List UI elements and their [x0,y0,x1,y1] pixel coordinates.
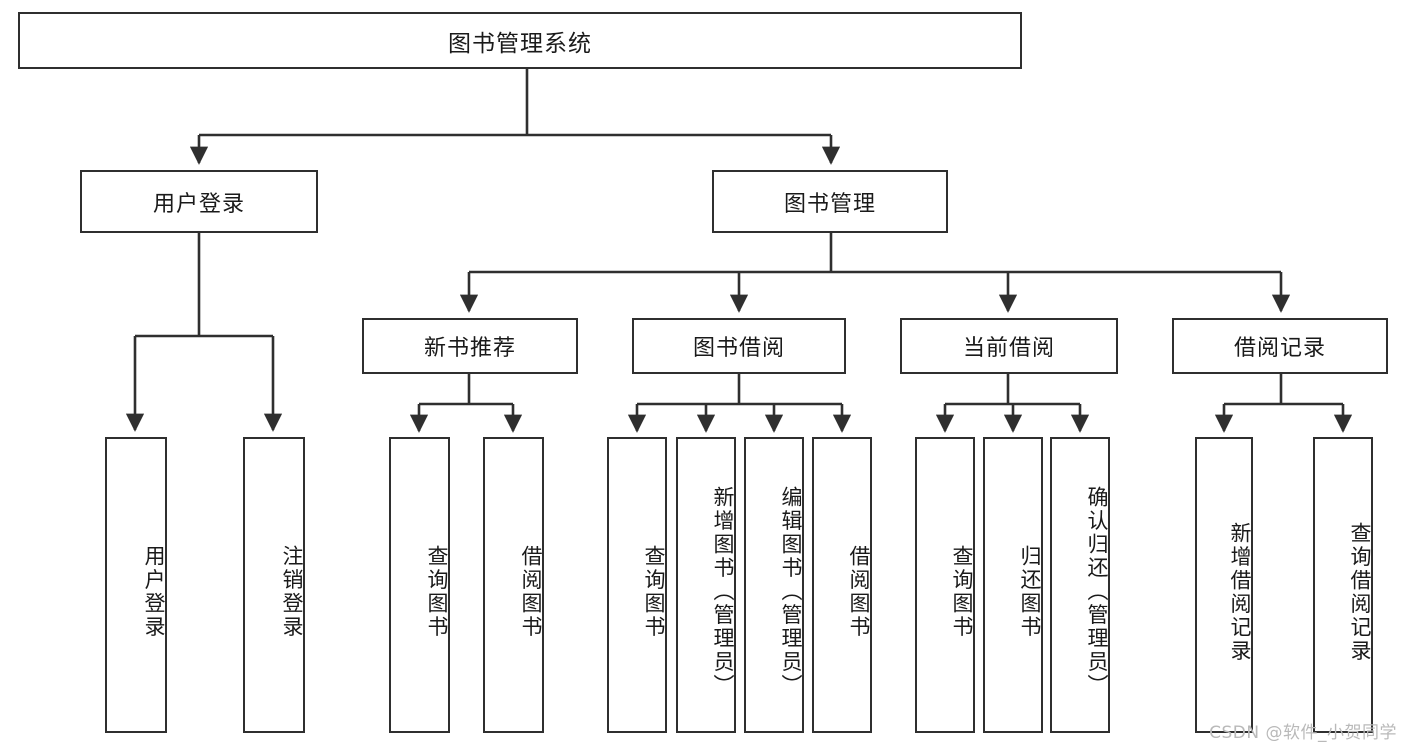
node-leaf-edit-book[interactable]: 编辑图书（管理员） [744,437,804,733]
node-leaf-add-book[interactable]: 新增图书（管理员） [676,437,736,733]
node-label: 新增图书（管理员） [711,486,735,698]
node-label: 编辑图书（管理员） [779,486,803,698]
node-label: 查询借阅记录 [1348,521,1372,663]
node-label: 查询图书 [950,545,974,639]
node-label: 查询图书 [642,545,666,639]
node-label: 用户登录 [152,191,245,217]
node-label: 当前借阅 [962,336,1055,361]
node-leaf-query-book-3[interactable]: 查询图书 [915,437,975,733]
node-leaf-query-record[interactable]: 查询借阅记录 [1313,437,1373,733]
node-label: 注销登录 [280,545,304,639]
node-label: 图书管理 [783,191,876,217]
node-leaf-logout[interactable]: 注销登录 [243,437,305,733]
node-label: 图书借阅 [692,336,785,361]
node-borrow-record[interactable]: 借阅记录 [1172,318,1388,374]
node-label: 归还图书 [1018,545,1042,639]
node-book-manage[interactable]: 图书管理 [712,170,948,233]
node-root-book-management-system[interactable]: 图书管理系统 [18,12,1022,69]
node-leaf-query-book-2[interactable]: 查询图书 [607,437,667,733]
node-label: 用户登录 [142,545,166,639]
node-leaf-add-record[interactable]: 新增借阅记录 [1195,437,1253,733]
node-book-borrow[interactable]: 图书借阅 [632,318,846,374]
node-leaf-borrow-book-1[interactable]: 借阅图书 [483,437,544,733]
node-user-login[interactable]: 用户登录 [80,170,318,233]
node-label: 新书推荐 [423,336,516,361]
node-leaf-borrow-book-2[interactable]: 借阅图书 [812,437,872,733]
csdn-watermark: CSDN @软件_小贺同学 [1209,723,1397,743]
node-leaf-return-book[interactable]: 归还图书 [983,437,1043,733]
node-current-borrow[interactable]: 当前借阅 [900,318,1118,374]
node-label: 借阅图书 [519,545,543,639]
node-new-book-recommend[interactable]: 新书推荐 [362,318,578,374]
node-label: 查询图书 [425,545,449,639]
node-label: 借阅图书 [847,545,871,639]
node-leaf-user-login[interactable]: 用户登录 [105,437,167,733]
node-leaf-query-book-1[interactable]: 查询图书 [389,437,450,733]
node-label: 借阅记录 [1233,336,1326,361]
node-leaf-confirm-return[interactable]: 确认归还（管理员） [1050,437,1110,733]
node-label: 确认归还（管理员） [1085,486,1109,698]
node-label: 图书管理系统 [448,30,592,57]
node-label: 新增借阅记录 [1228,521,1252,663]
